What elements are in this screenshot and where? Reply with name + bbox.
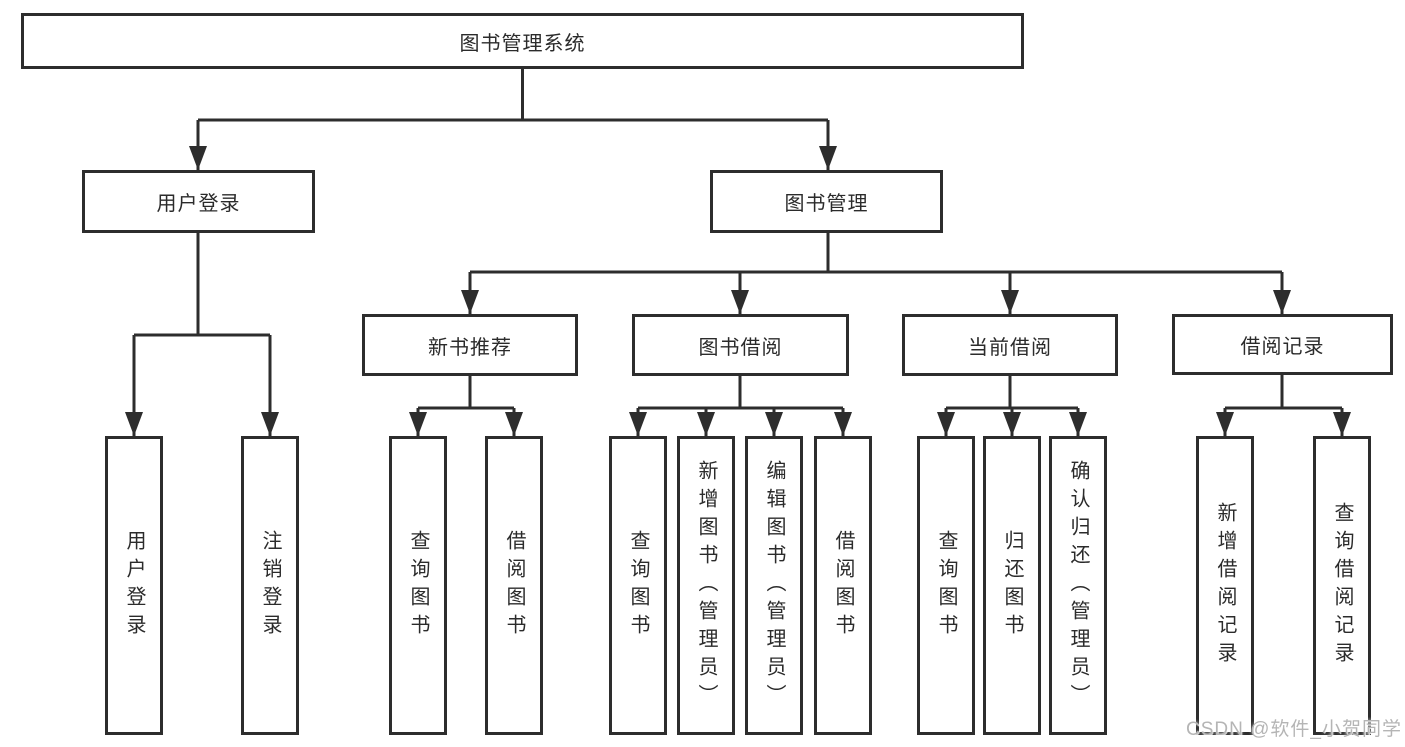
node-book-borrow: 图书借阅 (632, 314, 849, 376)
leaf-user-login: 用户登录 (105, 436, 163, 735)
leaf-add-borrow-record: 新增借阅记录 (1196, 436, 1254, 735)
node-label: 查询图书 (407, 529, 429, 642)
node-label: 确认归还（管理员） (1067, 459, 1089, 712)
node-new-book-recommend: 新书推荐 (362, 314, 578, 376)
leaf-query-books-borrow: 查询图书 (609, 436, 667, 735)
node-label: 用户登录 (156, 193, 241, 215)
node-current-borrow: 当前借阅 (902, 314, 1118, 376)
leaf-borrow-books-recommend: 借阅图书 (485, 436, 543, 735)
leaf-confirm-return-admin: 确认归还（管理员） (1049, 436, 1107, 735)
leaf-return-books: 归还图书 (983, 436, 1041, 735)
node-label: 新书推荐 (428, 336, 512, 359)
csdn-watermark: CSDN @软件_小贺同学 (1186, 719, 1402, 740)
node-label: 图书借阅 (698, 336, 783, 359)
node-label: 查询借阅记录 (1331, 501, 1353, 670)
node-label: 编辑图书（管理员） (763, 459, 785, 712)
node-label: 图书管理系统 (459, 32, 586, 55)
leaf-query-books-current: 查询图书 (917, 436, 975, 735)
leaf-logout: 注销登录 (241, 436, 299, 735)
node-book-management: 图书管理 (710, 170, 943, 233)
node-label: 新增借阅记录 (1214, 501, 1236, 670)
node-label: 图书管理 (784, 193, 869, 215)
node-borrow-records: 借阅记录 (1172, 314, 1393, 375)
node-label: 注销登录 (259, 529, 281, 642)
node-root-system: 图书管理系统 (21, 13, 1024, 69)
node-label: 借阅图书 (503, 529, 525, 642)
node-user-login-group: 用户登录 (82, 170, 315, 233)
node-label: 归还图书 (1001, 529, 1023, 642)
node-label: 查询图书 (627, 529, 649, 642)
node-label: 当前借阅 (968, 336, 1052, 359)
leaf-add-books-admin: 新增图书（管理员） (677, 436, 735, 735)
leaf-query-books-recommend: 查询图书 (389, 436, 447, 735)
leaf-edit-books-admin: 编辑图书（管理员） (745, 436, 803, 735)
leaf-query-borrow-record: 查询借阅记录 (1313, 436, 1371, 735)
node-label: 借阅图书 (832, 529, 854, 642)
node-label: 新增图书（管理员） (695, 459, 717, 712)
node-label: 查询图书 (935, 529, 957, 642)
node-label: 用户登录 (123, 529, 145, 642)
leaf-borrow-books: 借阅图书 (814, 436, 872, 735)
node-label: 借阅记录 (1240, 336, 1325, 358)
